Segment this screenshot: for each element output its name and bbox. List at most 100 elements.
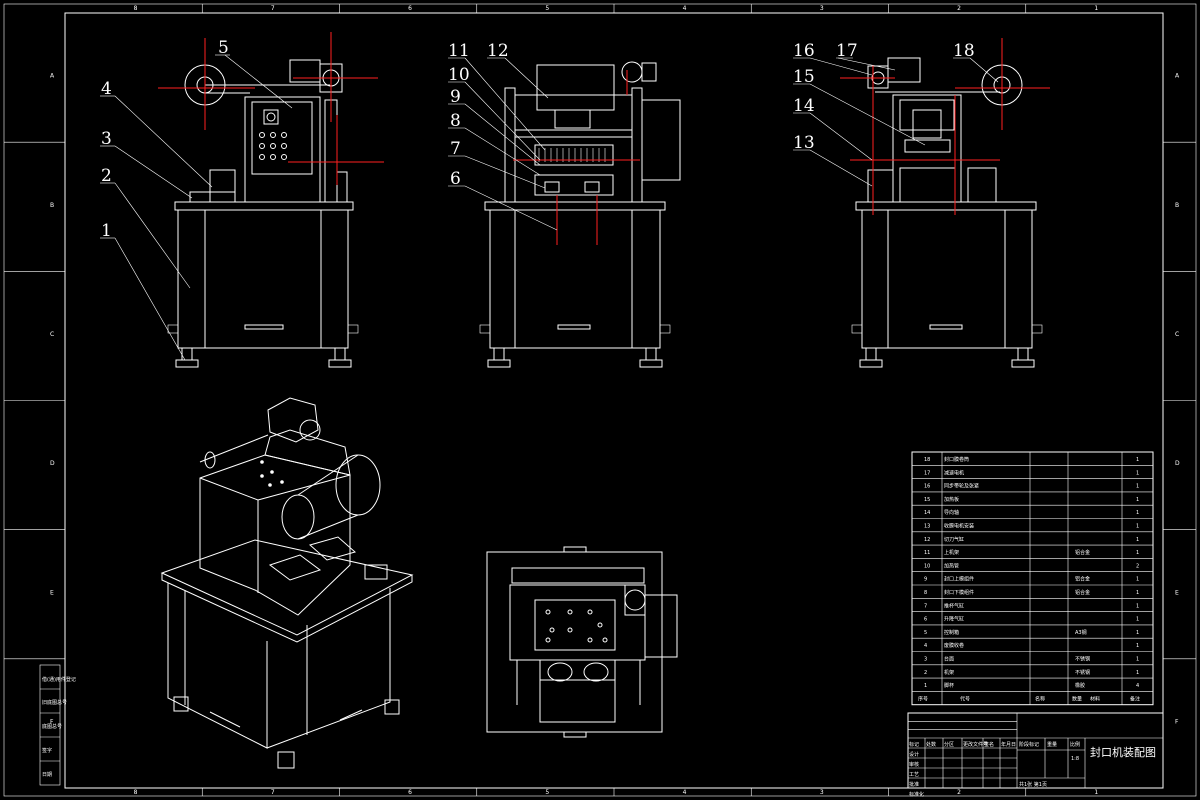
bom-row-number: 7: [924, 603, 927, 609]
outer-frame: [3, 3, 1197, 797]
bom-row-number: 18: [924, 457, 930, 463]
bom-row-name: 推杯气缸: [944, 602, 964, 609]
grid-row-left: A: [50, 73, 55, 80]
rev-header: 签名: [984, 741, 994, 748]
bom-row-material: 不锈钢: [1075, 669, 1090, 676]
bom-row-number: 10: [924, 563, 930, 569]
balloon-15: 15: [793, 67, 815, 87]
bom-row-name: 废膜收卷: [944, 642, 964, 649]
bom-row-qty: 1: [1136, 603, 1139, 609]
drawing-title: 封口机装配图: [1090, 745, 1156, 759]
role-label: 设计: [909, 751, 919, 758]
bom-row-number: 6: [924, 617, 927, 623]
bom-row-qty: 1: [1136, 497, 1139, 503]
bom-row-qty: 1: [1136, 550, 1139, 556]
drawing-scale: 1:8: [1071, 756, 1079, 762]
grid-col-top: 6: [408, 5, 412, 12]
grid-row-left: B: [50, 202, 54, 209]
bom-row-number: 13: [924, 524, 930, 530]
balloon-5: 5: [218, 38, 229, 58]
bom-row-number: 5: [924, 630, 927, 636]
grid-col-bottom: 5: [545, 789, 549, 796]
bom-row-name: 机架: [944, 669, 954, 676]
bom-row-name: 加热管: [944, 562, 959, 569]
balloon-4: 4: [101, 79, 112, 99]
grid-col-bottom: 1: [1094, 789, 1098, 796]
bom-row-name: 封口下模组件: [944, 589, 974, 596]
grid-row-left: C: [50, 331, 54, 338]
bom-row-material: 不锈钢: [1075, 656, 1090, 663]
balloon-18: 18: [953, 41, 975, 61]
grid-row-right: C: [1175, 331, 1179, 338]
balloon-2: 2: [101, 166, 112, 186]
bom-row-qty: 2: [1136, 563, 1139, 569]
bom-header: 材料: [1090, 695, 1100, 702]
bom-row-name: 同步带轮及张紧: [944, 483, 979, 490]
top-view: [486, 546, 678, 738]
strip-label-1: 借(通)用件登记: [42, 676, 76, 683]
bom-header: 名称: [1035, 695, 1045, 702]
bom-row-qty: 1: [1136, 537, 1139, 543]
bom-row-qty: 1: [1136, 524, 1139, 530]
strip-label-2: 旧底图总号: [42, 699, 67, 706]
balloon-7: 7: [450, 139, 461, 159]
bom-row-number: 8: [924, 590, 927, 596]
balloon-3: 3: [101, 129, 112, 149]
bom-row-number: 17: [924, 470, 930, 476]
role-label: 标准化: [909, 791, 924, 798]
rev-header: 标记: [909, 741, 919, 748]
strip-label-5: 日期: [42, 772, 52, 778]
bom-row-qty: 1: [1136, 590, 1139, 596]
strip-label-3: 底图总号: [42, 723, 62, 730]
bom-row-name: 台面: [944, 656, 954, 663]
balloon-12: 12: [487, 41, 509, 61]
grid-col-bottom: 2: [957, 789, 961, 796]
balloon-13: 13: [793, 133, 815, 153]
grid-col-bottom: 4: [683, 789, 687, 796]
bom-row-qty: 1: [1136, 510, 1139, 516]
bom-row-number: 3: [924, 657, 927, 663]
bom-row-number: 11: [924, 550, 930, 556]
bom-row-qty: 1: [1136, 470, 1139, 476]
front-view: 1 2 3 4 5: [100, 32, 384, 368]
grid-row-right: D: [1175, 460, 1180, 467]
bom-row-number: 14: [924, 510, 930, 516]
bom-row-name: 导向轴: [944, 509, 959, 516]
bom-row-name: 控制箱: [944, 629, 959, 636]
grid-col-top: 8: [134, 5, 138, 12]
bom-row-qty: 1: [1136, 670, 1139, 676]
grid-row-left: F: [50, 718, 54, 725]
bom-header: 数量: [1072, 695, 1082, 702]
bom-row-qty: 1: [1136, 630, 1139, 636]
bom-row-qty: 1: [1136, 457, 1139, 463]
grid-col-top: 1: [1094, 5, 1098, 12]
bom-row-material: 铝合金: [1075, 589, 1090, 596]
balloon-1: 1: [101, 221, 112, 241]
grid-col-top: 2: [957, 5, 961, 12]
bom-row-qty: 1: [1136, 657, 1139, 663]
sheet-info: 共1张 第1页: [1019, 781, 1047, 788]
bom-row-name: 加热板: [944, 496, 959, 503]
rev-header: 分区: [944, 741, 954, 748]
bom-header: 备注: [1130, 695, 1140, 702]
rev-header: 更改文件号: [963, 741, 988, 748]
balloon-10: 10: [448, 65, 470, 85]
grid-col-bottom: 8: [134, 789, 138, 796]
bom-row-name: 切刀气缸: [944, 536, 964, 543]
bom-row-name: 收膜电机安装: [944, 523, 974, 530]
grid-row-left: D: [50, 460, 55, 467]
role-label: 工艺: [909, 772, 919, 778]
bom-row-qty: 4: [1136, 683, 1139, 689]
inner-frame: [64, 12, 1164, 789]
bom-row-material: 橡胶: [1075, 682, 1085, 689]
grid-col-top: 5: [545, 5, 549, 12]
bom-row-number: 9: [924, 577, 927, 583]
strip-label-4: 签字: [42, 747, 52, 754]
bom-row-material: A3钢: [1075, 629, 1087, 636]
bom-row-number: 12: [924, 537, 930, 543]
grid-col-top: 4: [683, 5, 687, 12]
balloon-9: 9: [450, 87, 461, 107]
